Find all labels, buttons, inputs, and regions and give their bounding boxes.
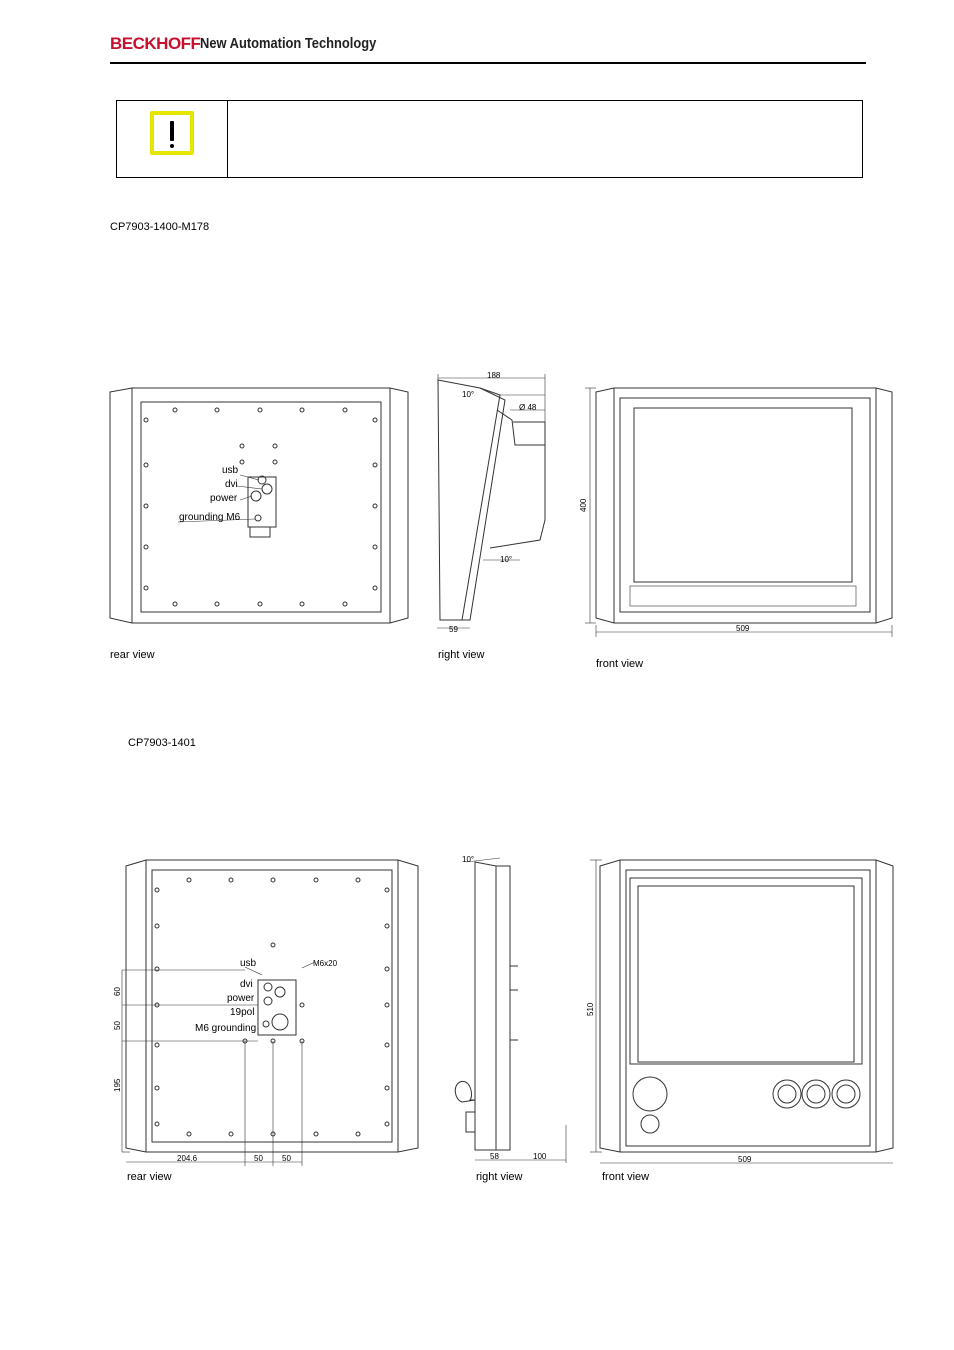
mounting-hole [384, 1121, 390, 1127]
mounting-hole [257, 407, 263, 413]
grounding-label-1: grounding M6 [179, 512, 241, 523]
right1-width-dim: 188 [487, 371, 501, 380]
mounting-hole [372, 417, 378, 423]
mounting-hole [228, 1131, 234, 1137]
dvi-label-2: dvi [240, 979, 253, 990]
mounting-hole [154, 1085, 160, 1091]
right1-diameter: Ø 48 [519, 403, 537, 412]
rear-view-drawing-2: usb dvi power 19pol M6 grounding M6x20 6… [113, 859, 419, 1166]
rear2-dim-60: 60 [113, 987, 122, 996]
mounting-hole [313, 877, 319, 883]
model-title-2: CP7903-1401 [128, 737, 196, 749]
mounting-hole [355, 1131, 361, 1137]
front2-width-dim: 509 [738, 1155, 752, 1164]
brand-logo: BECKHOFF [110, 34, 201, 53]
mounting-hole [272, 443, 278, 449]
mounting-hole [172, 601, 178, 607]
rear2-dim-50v: 50 [113, 1021, 122, 1030]
mounting-hole [313, 1131, 319, 1137]
right-view-drawing-1: 188 10° Ø 48 10° 59 [437, 371, 546, 634]
right-view-drawing-2: 10° 58 100 [454, 855, 567, 1163]
power-label-2: power [227, 993, 255, 1004]
mounting-hole [257, 601, 263, 607]
grounding-label-2: M6 grounding [195, 1023, 256, 1034]
front-view-drawing-1: 400 509 [579, 387, 893, 637]
mounting-hole [154, 1121, 160, 1127]
screw-label-2: M6x20 [313, 959, 338, 968]
right1-bottom-dim: 59 [449, 625, 458, 634]
mounting-hole [143, 462, 149, 468]
mounting-hole [342, 407, 348, 413]
rear-view-drawing-1: usb dvi power grounding M6 [109, 387, 409, 624]
mounting-hole [214, 407, 220, 413]
mounting-hole [214, 601, 220, 607]
mounting-hole [228, 877, 234, 883]
right-view-label-1: right view [438, 649, 485, 661]
mounting-hole [143, 585, 149, 591]
pol-label-2: 19pol [230, 1007, 254, 1018]
dvi-label-1: dvi [225, 479, 238, 490]
mounting-hole [355, 877, 361, 883]
right1-bottom-angle: 10° [500, 555, 512, 564]
mounting-hole [372, 462, 378, 468]
model-title-1: CP7903-1400-M178 [110, 221, 210, 233]
mounting-hole [143, 544, 149, 550]
mounting-hole [143, 417, 149, 423]
front1-width-dim: 509 [736, 624, 750, 633]
mounting-hole [299, 1002, 305, 1008]
page-header: BECKHOFF New Automation Technology [110, 34, 865, 64]
mounting-hole [372, 585, 378, 591]
mounting-hole [384, 1002, 390, 1008]
mounting-hole [239, 459, 245, 465]
front1-height-dim: 400 [579, 498, 588, 512]
brand-tagline: New Automation Technology [200, 35, 377, 52]
rear-view-label-1: rear view [110, 649, 155, 661]
right2-dim-100: 100 [533, 1152, 547, 1161]
right2-angle: 10° [462, 855, 474, 864]
mounting-hole [299, 601, 305, 607]
note-divider [227, 101, 228, 178]
usb-label-2: usb [240, 958, 257, 969]
mounting-hole [384, 1042, 390, 1048]
mounting-hole [186, 1131, 192, 1137]
power-label-1: power [210, 493, 238, 504]
right2-dim-58: 58 [490, 1152, 499, 1161]
right1-angle: 10° [462, 390, 474, 399]
mounting-hole [143, 503, 149, 509]
front2-height-dim: 510 [586, 1002, 595, 1016]
front-view-label-1: front view [596, 658, 644, 670]
mounting-hole [270, 942, 276, 948]
exclamation-warning-icon [150, 111, 194, 155]
rear2-dim-204: 204.6 [177, 1154, 198, 1163]
mounting-hole [372, 544, 378, 550]
mounting-hole [384, 887, 390, 893]
rear2-dim-50b: 50 [282, 1154, 291, 1163]
mounting-hole [384, 966, 390, 972]
mounting-hole [372, 503, 378, 509]
mounting-hole [239, 443, 245, 449]
mounting-hole [172, 407, 178, 413]
header-rule [110, 62, 866, 64]
caution-note [116, 100, 863, 178]
mounting-hole [154, 923, 160, 929]
mounting-hole [384, 1085, 390, 1091]
mounting-hole [299, 407, 305, 413]
rear2-dim-195: 195 [113, 1078, 122, 1092]
usb-label-1: usb [222, 465, 239, 476]
mounting-hole [272, 459, 278, 465]
rear-view-label-2: rear view [127, 1171, 172, 1183]
right-view-label-2: right view [476, 1171, 523, 1183]
mounting-hole [154, 887, 160, 893]
mounting-hole [342, 601, 348, 607]
front-view-drawing-2: 510 509 [586, 859, 894, 1164]
mounting-hole [154, 1042, 160, 1048]
mounting-hole [186, 877, 192, 883]
front-view-label-2: front view [602, 1171, 650, 1183]
mounting-hole [270, 877, 276, 883]
mounting-hole [384, 923, 390, 929]
rear2-dim-50a: 50 [254, 1154, 263, 1163]
mounting-hole [154, 966, 160, 972]
